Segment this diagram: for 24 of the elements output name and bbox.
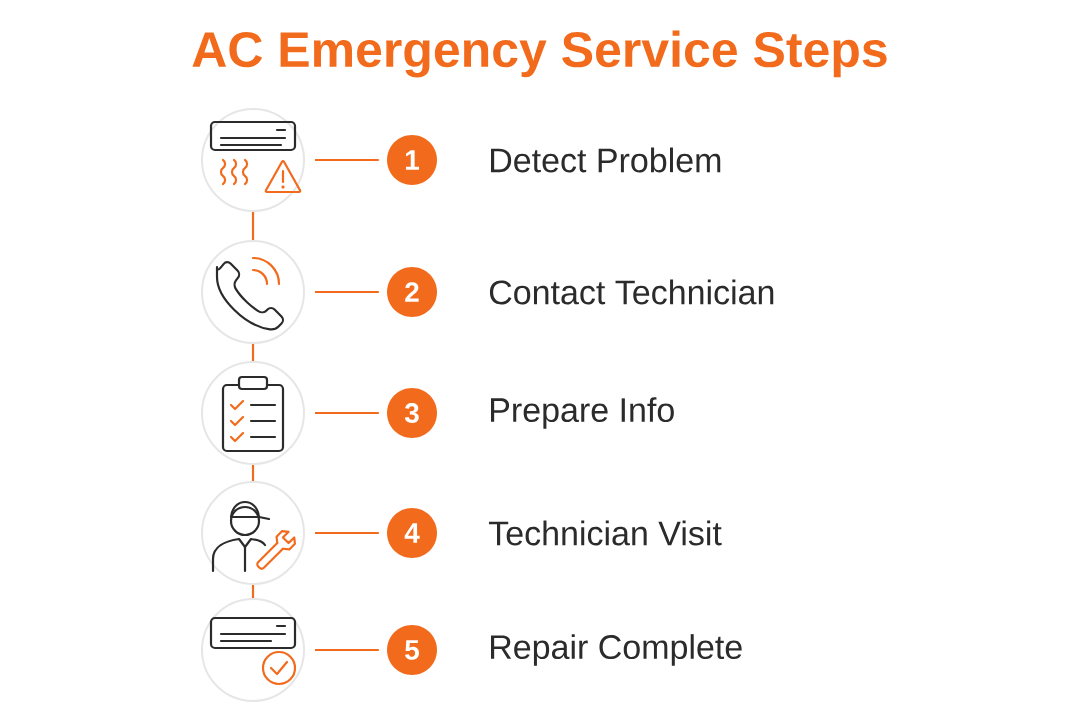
step-label: Technician Visit xyxy=(488,520,722,546)
connector-line xyxy=(251,344,255,361)
icon-circle xyxy=(201,361,305,465)
leader-line xyxy=(315,531,379,535)
connector-line xyxy=(251,212,255,240)
step-label: Repair Complete xyxy=(491,634,742,666)
leader-line xyxy=(315,158,379,162)
connector-line xyxy=(251,465,255,481)
number-badge: 5 xyxy=(387,625,437,675)
step-label: Prepare Info xyxy=(491,397,674,429)
leader-line xyxy=(315,411,379,415)
step-label: Detect Problem xyxy=(491,147,721,173)
number-badge: 3 xyxy=(387,388,437,438)
connector-line xyxy=(251,585,255,598)
leader-line xyxy=(315,290,379,294)
step-label: Contact Technician xyxy=(489,279,774,305)
icon-circle xyxy=(201,108,305,212)
number-badge: 1 xyxy=(387,135,437,185)
icon-circle xyxy=(201,240,305,344)
title: AC Emergency Service Steps xyxy=(192,30,887,78)
number-badge: 4 xyxy=(387,508,437,558)
icon-circle xyxy=(201,481,305,585)
leader-line xyxy=(315,648,379,652)
number-badge: 2 xyxy=(387,267,437,317)
